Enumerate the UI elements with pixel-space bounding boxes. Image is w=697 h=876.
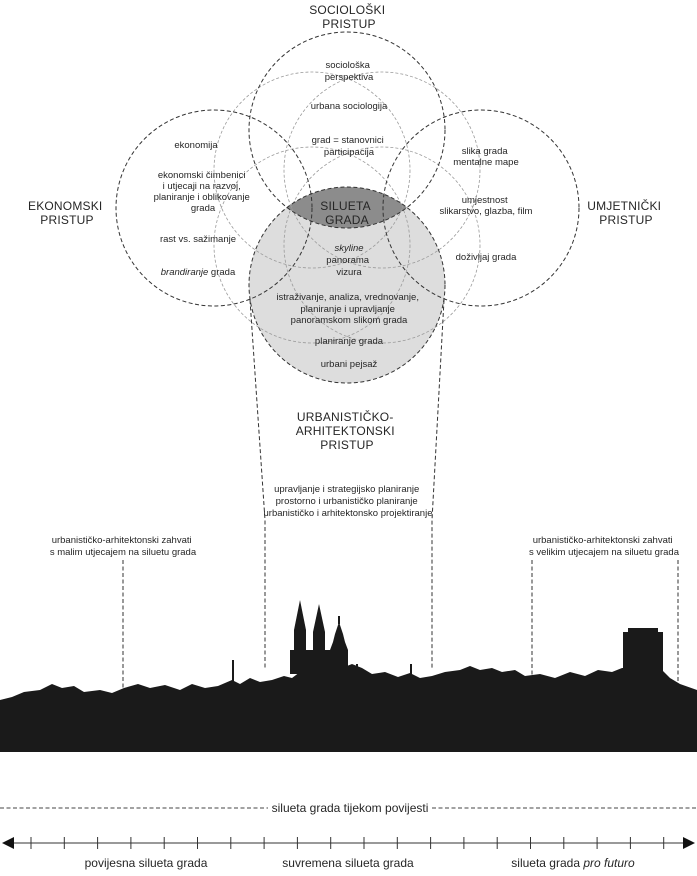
skyline-base	[0, 664, 697, 752]
guide-circle-2	[283, 71, 481, 269]
economic-circle	[115, 109, 313, 307]
sociological-circle	[248, 31, 446, 229]
urban-heading: URBANISTIČKO- ARHITEKTONSKI PRISTUP	[296, 409, 399, 452]
urban-landscape: urbani pejsaž	[321, 359, 378, 370]
city-skyline	[0, 600, 697, 752]
city-experience: doživljaj grada	[456, 252, 517, 263]
artistic-circle	[382, 109, 580, 307]
funnel-line-right	[431, 299, 445, 668]
funnel-line-left	[249, 299, 266, 668]
skyline-label: skyline	[334, 243, 363, 254]
center-label: SILUETA GRADA	[320, 199, 373, 227]
right-note: urbanističko-arhitektonski zahvati s vel…	[529, 535, 680, 558]
small-spire-1	[232, 660, 234, 682]
guide-circle-3	[213, 146, 411, 344]
contemporary-silhouette-label: suvremena silueta grada	[282, 856, 414, 870]
growth-vs-shrinkage: rast vs. sažimanje	[160, 234, 236, 245]
arrow-left-icon	[2, 837, 14, 849]
urban-sociology: urbana sociologija	[311, 101, 388, 112]
management-text: upravljanje i strategijsko planiranje pr…	[264, 484, 433, 519]
historic-silhouette-label: povijesna silueta grada	[85, 856, 208, 870]
church-spire	[338, 616, 340, 624]
artistic-heading: UMJETNIČKI PRISTUP	[587, 198, 665, 227]
economy: ekonomija	[174, 140, 218, 151]
economic-factors: ekonomski čimbenici i utjecaji na razvoj…	[154, 170, 253, 214]
urban-circle	[248, 186, 446, 384]
residents-participation: grad = stanovnici participacija	[312, 135, 387, 158]
economic-heading: EKONOMSKI PRISTUP	[28, 199, 106, 227]
urban-circle-fill	[249, 187, 445, 383]
small-spire-2	[356, 664, 358, 674]
cathedral-body	[290, 650, 330, 674]
church-tower	[330, 622, 348, 672]
small-spire-3	[410, 664, 412, 676]
high-rise	[623, 632, 663, 672]
arrow-right-icon	[683, 837, 695, 849]
sociological-heading: SOCIOLOŠKI PRISTUP	[309, 2, 389, 31]
city-image: slika grada mentalne mape	[453, 146, 518, 168]
sociological-perspective: sociološka perspektiva	[325, 60, 374, 83]
city-branding: brandiranje grada	[161, 267, 236, 278]
research-label: istraživanje, analiza, vrednovanje, plan…	[276, 292, 421, 326]
timeline-ticks	[30, 837, 665, 849]
high-rise-top	[628, 628, 658, 633]
overlap-guides	[213, 71, 481, 344]
city-planning: planiranje grada	[315, 336, 384, 347]
panorama-label: panorama vizura	[326, 255, 371, 278]
timeline-title: silueta grada tijekom povijesti	[272, 801, 429, 815]
art-forms: umjestnost slikarstvo, glazba, film	[440, 195, 533, 217]
left-note: urbanističko-arhitektonski zahvati s mal…	[50, 535, 197, 558]
guide-circle-4	[283, 146, 481, 344]
guide-circle-1	[213, 71, 411, 269]
future-silhouette-label: silueta grada pro futuro	[511, 856, 635, 870]
